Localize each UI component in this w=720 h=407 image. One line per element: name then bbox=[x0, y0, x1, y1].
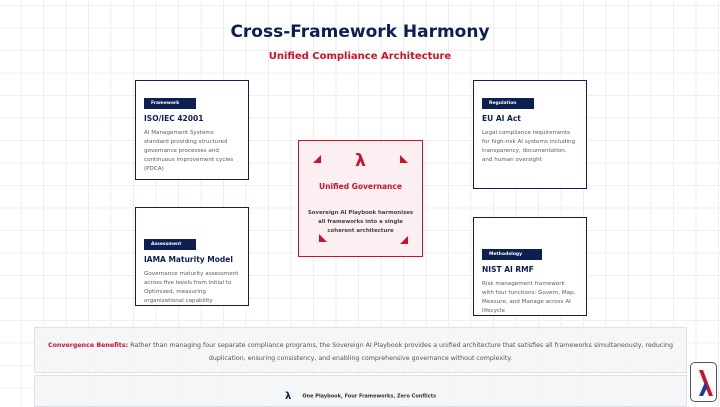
card-desc: Legal compliance requirements for high-r… bbox=[482, 130, 576, 163]
convergence-label: Convergence Benefits: bbox=[47, 342, 129, 349]
brand-logo bbox=[690, 362, 717, 402]
arrow-icon bbox=[400, 155, 408, 163]
card-tag: Framework bbox=[144, 98, 196, 109]
arrow-icon bbox=[400, 236, 408, 244]
card-desc: AI Management Systems standard providing… bbox=[144, 130, 234, 172]
card-tag: Methodology bbox=[482, 249, 542, 260]
card-iso: Framework ISO/IEC 42001 AI Management Sy… bbox=[135, 80, 249, 180]
card-iama: Assessment IAMA Maturity Model Governanc… bbox=[135, 207, 249, 306]
page-subtitle: Unified Compliance Architecture bbox=[268, 51, 452, 62]
card-nist: Methodology NIST AI RMF Risk management … bbox=[473, 217, 587, 316]
card-title: NIST AI RMF bbox=[482, 265, 534, 274]
hub-desc: Sovereign AI Playbook harmonizes all fra… bbox=[307, 210, 414, 234]
card-tag: Regulation bbox=[482, 98, 534, 109]
arrow-icon bbox=[313, 155, 321, 163]
unified-governance-hub: λ Unified Governance Sovereign AI Playbo… bbox=[298, 140, 423, 257]
card-desc: Governance maturity assessment across fi… bbox=[144, 271, 239, 304]
footer-tagline: One Playbook, Four Frameworks, Zero Conf… bbox=[302, 393, 437, 400]
card-title: ISO/IEC 42001 bbox=[144, 114, 204, 123]
card-tag: Assessment bbox=[144, 239, 196, 250]
card-desc: Risk management framework with four func… bbox=[482, 281, 576, 314]
convergence-text: Rather than managing four separate compl… bbox=[130, 342, 674, 362]
card-title: EU AI Act bbox=[482, 114, 521, 123]
lambda-icon: λ bbox=[355, 151, 366, 171]
footer-banner: λ One Playbook, Four Frameworks, Zero Co… bbox=[34, 375, 687, 407]
page-title: Cross-Framework Harmony bbox=[230, 22, 490, 42]
lambda-icon: λ bbox=[284, 391, 292, 402]
hub-title: Unified Governance bbox=[319, 182, 402, 191]
card-title: IAMA Maturity Model bbox=[144, 255, 233, 264]
card-eu-ai-act: Regulation EU AI Act Legal compliance re… bbox=[473, 80, 587, 189]
lambda-logo-icon bbox=[699, 370, 713, 396]
convergence-benefits: Convergence Benefits: Rather than managi… bbox=[34, 327, 687, 373]
